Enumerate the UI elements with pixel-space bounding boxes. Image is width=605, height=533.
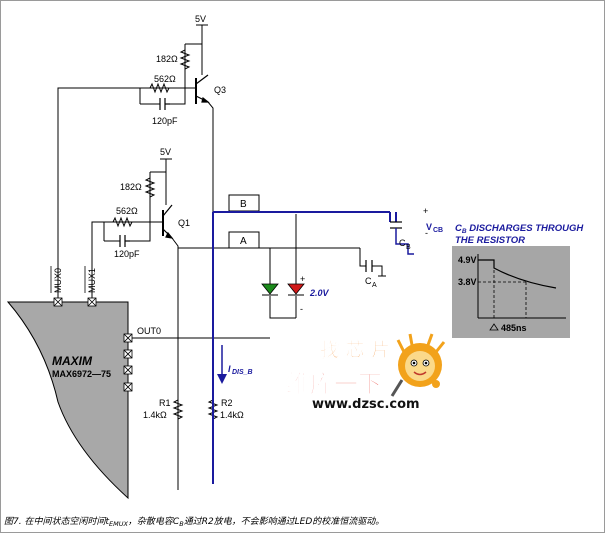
r562-top-label: 562Ω <box>154 74 176 84</box>
box-a: A <box>228 231 260 249</box>
c120-mid-label: 120pF <box>114 249 140 259</box>
plus-top: + <box>423 206 428 216</box>
pin-out1 <box>123 349 133 359</box>
vcc-top-label: 5V <box>195 14 206 24</box>
box-b: B <box>228 194 260 212</box>
svg-text:485ns: 485ns <box>501 323 527 333</box>
r2-value: 1.4kΩ <box>220 410 244 420</box>
ca-label: C A <box>365 276 377 289</box>
blue-rail <box>212 211 397 484</box>
out0-label: OUT0 <box>137 326 161 336</box>
capacitor-120-top <box>159 98 170 110</box>
pin-out0 <box>123 333 133 343</box>
inset-title: CB DISCHARGES THROUGH THE RESISTOR <box>455 223 584 246</box>
resistor-182-top <box>179 46 191 88</box>
svg-text:C: C <box>399 238 406 248</box>
transistor-q1 <box>162 204 174 239</box>
resistor-562-top <box>140 82 185 94</box>
pin-out2 <box>123 365 133 375</box>
caption: 图7. 在中间状态空闲时间tEMUX，杂散电容CB通过R2放电，不会影响通过LE… <box>4 516 384 528</box>
svg-text:DIS_B: DIS_B <box>232 369 253 376</box>
r1-value: 1.4kΩ <box>143 410 167 420</box>
inset-v-high: 4.9V <box>458 255 477 265</box>
led-voltage: 2.0V <box>309 288 330 298</box>
svg-text:B: B <box>406 244 411 251</box>
inset-panel <box>452 246 570 338</box>
maxim-logo: MAXIM <box>52 354 93 368</box>
r562-mid-label: 562Ω <box>116 206 138 216</box>
pin-mux0 <box>53 297 63 307</box>
led-plus: + <box>300 274 305 284</box>
svg-text:V: V <box>426 222 432 232</box>
minus-top: - <box>425 228 428 238</box>
mux0-label: MUX0 <box>50 266 63 293</box>
vcb-label: V CB <box>426 222 443 234</box>
cb-label: C B <box>399 238 411 251</box>
r1-label: R1 <box>159 398 171 408</box>
q3-label: Q3 <box>214 85 226 95</box>
led-red <box>287 283 305 296</box>
resistor-r1 <box>172 396 184 424</box>
capacitor-120-mid <box>119 235 130 247</box>
mascot-icon <box>390 333 446 397</box>
watermark-url: www.dzsc.com <box>312 397 420 412</box>
svg-text:A: A <box>240 236 247 247</box>
capacitor-cb <box>390 221 414 255</box>
r2-label: R2 <box>221 398 233 408</box>
watermark-cn-top: 找 芯 片 <box>320 338 390 361</box>
svg-text:CB: CB <box>433 227 443 234</box>
svg-text:A: A <box>372 282 377 289</box>
part-number: MAX6972—75 <box>52 369 111 379</box>
led-green <box>261 283 279 296</box>
c120-top-label: 120pF <box>152 116 178 126</box>
resistor-562-mid <box>104 216 150 228</box>
pin-mux1 <box>87 297 97 307</box>
svg-text:C: C <box>365 276 372 286</box>
svg-text:THE RESISTOR: THE RESISTOR <box>455 235 525 246</box>
q1-label: Q1 <box>178 218 190 228</box>
idis-arrow <box>217 345 227 384</box>
svg-text:B: B <box>240 199 247 210</box>
inset-v-low: 3.8V <box>458 277 477 287</box>
ic-body <box>6 301 129 500</box>
watermark: 找 芯 片 维库一下 www.dzsc.com <box>286 333 446 412</box>
vcc-mid-label: 5V <box>160 147 171 157</box>
transistor-q3 <box>195 74 210 104</box>
svg-text:I: I <box>228 364 231 374</box>
idis-label: I DIS_B <box>228 364 253 376</box>
resistor-182-mid <box>144 174 156 222</box>
mux1-label: MUX1 <box>84 266 97 293</box>
r182-top-label: 182Ω <box>156 54 178 64</box>
svg-text:CB DISCHARGES THROUGH: CB DISCHARGES THROUGH <box>455 223 584 235</box>
svg-text:图7. 在中间状态空闲时间tEMUX，杂散电容CB通过R2放: 图7. 在中间状态空闲时间tEMUX，杂散电容CB通过R2放电，不会影响通过LE… <box>4 516 384 528</box>
capacitor-ca <box>365 260 373 272</box>
inset-time-label: 485ns <box>489 323 527 333</box>
r182-mid-label: 182Ω <box>120 182 142 192</box>
led-minus: - <box>300 304 303 314</box>
watermark-cn-main: 维库一下 <box>286 370 382 398</box>
pin-out3 <box>123 382 133 392</box>
